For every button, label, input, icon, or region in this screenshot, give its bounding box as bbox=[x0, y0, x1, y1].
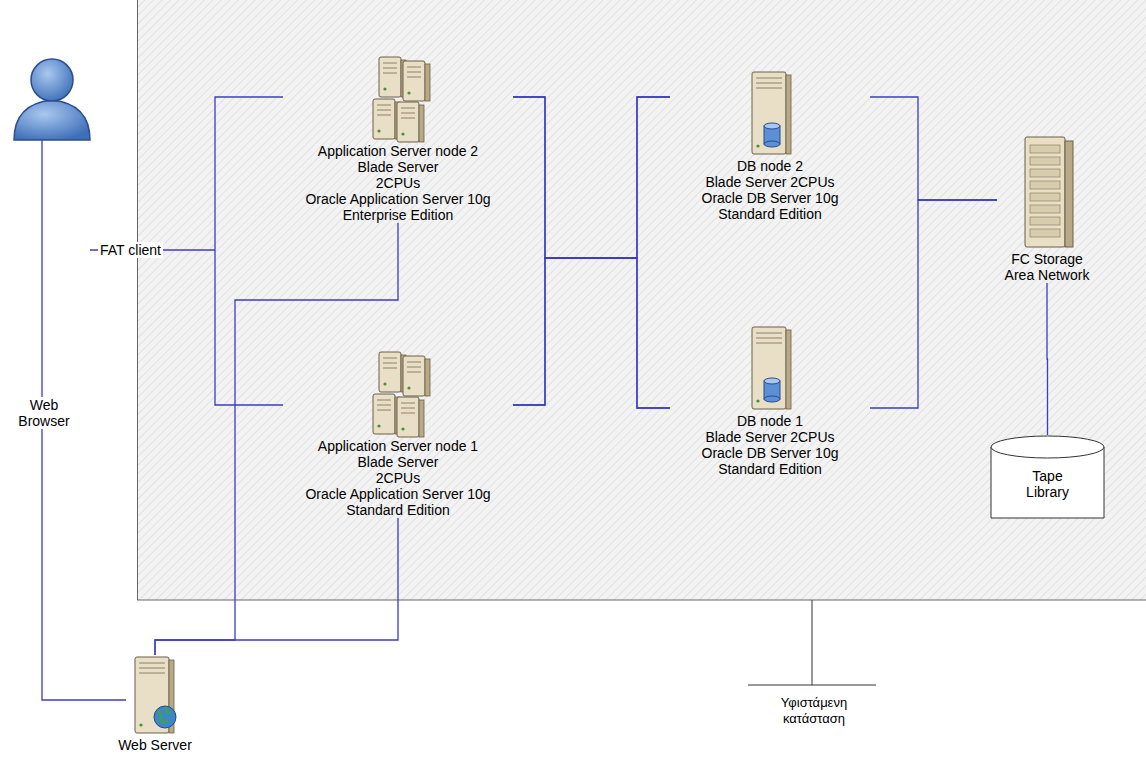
wire-label: Web Browser bbox=[12, 397, 76, 429]
node-detail: Oracle Application Server 10g Enterprise… bbox=[283, 191, 513, 223]
wire-label: Υφιστάμενη κατάσταση bbox=[760, 695, 868, 727]
node-title: DB node 2 bbox=[737, 158, 803, 174]
node-title: DB node 1 bbox=[737, 413, 803, 429]
node-detail: Standard Edition bbox=[718, 461, 822, 477]
db-server-icon bbox=[742, 70, 798, 158]
node-title: Application Server node 1 bbox=[318, 438, 478, 454]
app-server-icon bbox=[365, 350, 431, 438]
network-link bbox=[513, 97, 670, 258]
app-node: Application Server node 2Blade Server2CP… bbox=[283, 55, 513, 223]
web-node: Web Server bbox=[110, 655, 200, 753]
fat-client-wire bbox=[90, 97, 283, 405]
node-detail: Standard Edition bbox=[718, 206, 822, 222]
web-server-icon bbox=[125, 655, 185, 737]
node-detail: 2CPUs bbox=[376, 175, 420, 191]
app-node: Application Server node 1Blade Server2CP… bbox=[283, 350, 513, 518]
network-link bbox=[513, 97, 670, 405]
db-node: DB node 2Blade Server 2CPUsOracle DB Ser… bbox=[670, 70, 870, 222]
node-detail: Blade Server bbox=[358, 454, 439, 470]
node-title: Tape Library bbox=[1013, 468, 1083, 500]
db-node: DB node 1Blade Server 2CPUsOracle DB Ser… bbox=[670, 325, 870, 477]
network-link bbox=[513, 97, 670, 408]
node-detail: Oracle Application Server 10g Standard E… bbox=[283, 486, 513, 518]
network-link bbox=[870, 97, 997, 200]
network-link bbox=[155, 518, 398, 655]
app-server-icon bbox=[365, 55, 431, 143]
network-link bbox=[1046, 283, 1048, 435]
node-detail: Oracle DB Server 10g bbox=[702, 190, 839, 206]
node-detail: Oracle DB Server 10g bbox=[702, 445, 839, 461]
label-bracket bbox=[748, 600, 876, 685]
node-title: Application Server node 2 bbox=[318, 143, 478, 159]
node-detail: 2CPUs bbox=[376, 470, 420, 486]
node-detail: Blade Server bbox=[358, 159, 439, 175]
tape-cylinder: Tape Library bbox=[990, 435, 1105, 520]
node-title: Web Server bbox=[118, 737, 192, 753]
wire-label: FAT client bbox=[98, 242, 163, 258]
node-title: FC Storage Area Network bbox=[997, 251, 1097, 283]
san-server-icon bbox=[1015, 135, 1079, 251]
node-detail: Blade Server 2CPUs bbox=[705, 429, 834, 445]
user-figure bbox=[14, 59, 90, 140]
node-detail: Blade Server 2CPUs bbox=[705, 174, 834, 190]
network-link bbox=[513, 258, 670, 408]
san-node: FC Storage Area Network bbox=[997, 135, 1097, 283]
network-link bbox=[870, 200, 997, 408]
db-server-icon bbox=[742, 325, 798, 413]
